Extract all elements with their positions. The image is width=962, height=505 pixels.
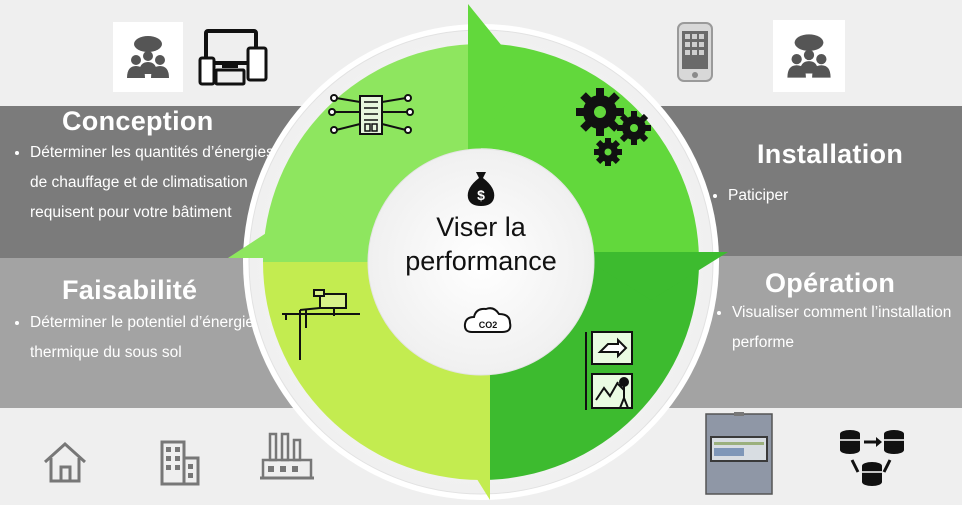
drilling-rig-icon xyxy=(282,289,360,360)
cloud-co2-icon: CO2 xyxy=(463,307,512,333)
installation-bullet: Paticiper xyxy=(728,181,944,211)
faisabilite-text: Déterminer le potentiel d’énergie thermi… xyxy=(6,308,268,368)
users-group-icon xyxy=(127,36,169,78)
center-line1: Viser la xyxy=(436,212,526,242)
co2-label: CO2 xyxy=(479,320,498,330)
users-group-icon-tl xyxy=(113,22,183,92)
cycle-diagram: $ CO2 xyxy=(228,4,728,500)
conception-title: Conception xyxy=(62,106,214,136)
arrow-head-bottom xyxy=(440,342,490,500)
operation-bullet: Visualiser comment l’installation perfor… xyxy=(732,298,958,358)
users-group-icon-tr xyxy=(773,20,845,92)
operation-text: Visualiser comment l’installation perfor… xyxy=(708,298,958,358)
devices-icon xyxy=(198,29,268,86)
arrow-head-top xyxy=(468,4,528,150)
money-bag-icon: $ xyxy=(467,172,495,206)
arrow-head-right xyxy=(574,252,728,300)
database-sync-icon xyxy=(840,430,904,486)
gears-icon xyxy=(576,88,651,166)
conception-bullet: Déterminer les quantités d’énergies de c… xyxy=(30,138,276,228)
circuit-board-icon xyxy=(328,94,414,135)
cycle-segment-installation xyxy=(468,43,700,263)
operation-panel: Opération Visualiser comment l’installat… xyxy=(660,256,962,408)
users-group-icon xyxy=(787,34,831,78)
faisabilite-title: Faisabilité xyxy=(62,275,198,305)
monitoring-chart-icon xyxy=(585,331,633,410)
factory-icon xyxy=(260,432,314,480)
installation-text: Paticiper xyxy=(704,181,944,211)
operation-title: Opération xyxy=(765,268,896,298)
smartphone-icon xyxy=(677,22,713,82)
faisabilite-bullet: Déterminer le potentiel d’énergie thermi… xyxy=(30,308,268,368)
cycle-segment-operation xyxy=(481,262,699,480)
house-icon xyxy=(43,441,87,483)
center-line2: performance xyxy=(405,246,557,276)
installation-title: Installation xyxy=(757,139,904,169)
conception-text: Déterminer les quantités d’énergies de c… xyxy=(6,138,276,228)
cycle-segment-faisabilite xyxy=(263,262,481,480)
center-disc xyxy=(368,149,594,375)
building-icon xyxy=(160,440,200,486)
center-title: Viser la performance xyxy=(381,210,581,278)
arrow-head-left xyxy=(228,196,386,258)
controller-device-icon xyxy=(705,412,773,495)
svg-text:$: $ xyxy=(477,187,485,203)
